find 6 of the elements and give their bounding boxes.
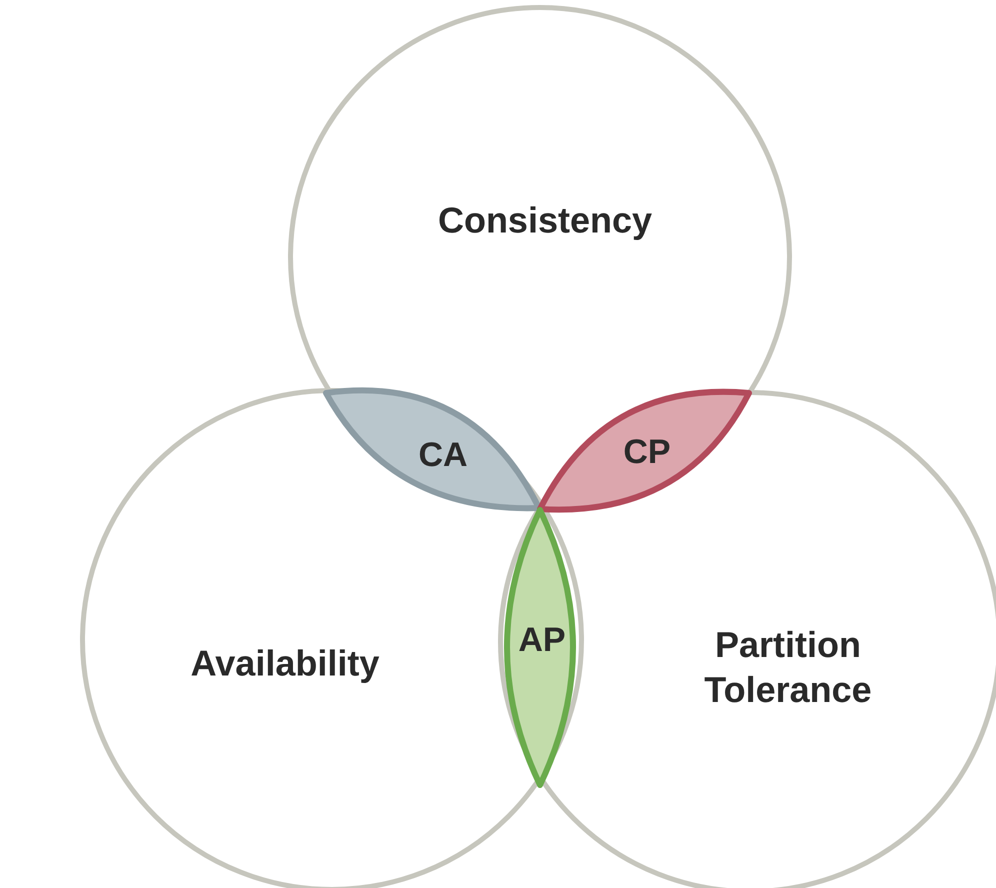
- set-label: Partition Tolerance: [703, 623, 873, 712]
- set-label: Availability: [190, 642, 380, 686]
- intersection-label: CP: [623, 432, 671, 473]
- intersection-label: AP: [518, 620, 566, 661]
- set-label: Consistency: [438, 198, 652, 242]
- intersection-label: CA: [418, 434, 468, 476]
